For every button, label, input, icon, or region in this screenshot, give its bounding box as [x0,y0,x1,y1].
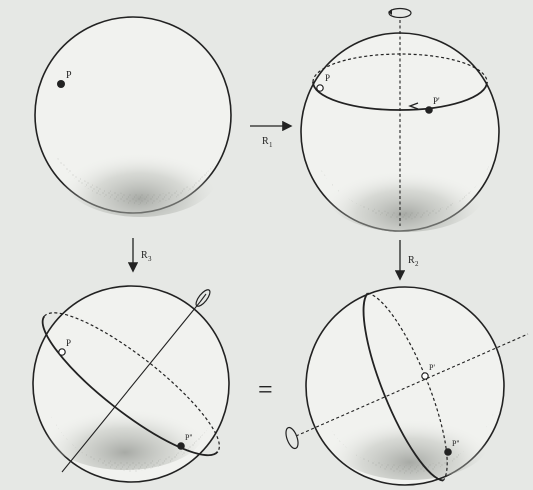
point-p-prime-ghost [421,372,429,380]
sphere-bottom-left: P P'' [32,285,230,483]
equals-sign: = [258,375,273,404]
label-p-double-prime-bottom-left: P'' [185,433,193,442]
point-p-double-prime-marker [444,448,452,456]
arrow-r1: R 1 [250,120,293,149]
label-r1: R [262,136,269,147]
label-p-double-prime-bottom-right: P'' [452,439,460,448]
rotation-indicator-icon [388,7,412,19]
sphere-top-right: P P' [300,7,500,232]
arrow-r2: R 2 [394,240,419,281]
label-p-top-left: P [66,70,72,81]
label-r3: R [141,250,148,261]
arrow-r3: R 3 [127,238,152,273]
label-p-prime-bottom-right: P' [429,363,435,372]
label-p-prime-top-right: P' [433,96,440,106]
label-p-bottom-left: P [66,338,71,348]
point-p-ghost [58,348,66,356]
rotation-axis-tilted [295,333,529,437]
point-p-double-prime-marker [177,442,185,450]
rotation-axis-diagonal [61,301,201,473]
label-r2: R [408,255,415,266]
label-r2-sub: 2 [415,260,419,268]
sphere-bottom-right: P' P'' [285,286,529,486]
label-p-top-right: P [325,73,330,83]
point-p-marker [57,80,65,88]
label-r1-sub: 1 [269,141,273,149]
rotation-indicator-icon [195,289,211,307]
point-p-ghost [316,84,324,92]
rotation-indicator-icon [285,426,299,450]
label-r3-sub: 3 [148,255,152,263]
sphere-top-left: P [34,16,232,217]
point-p-prime-marker [425,106,433,114]
